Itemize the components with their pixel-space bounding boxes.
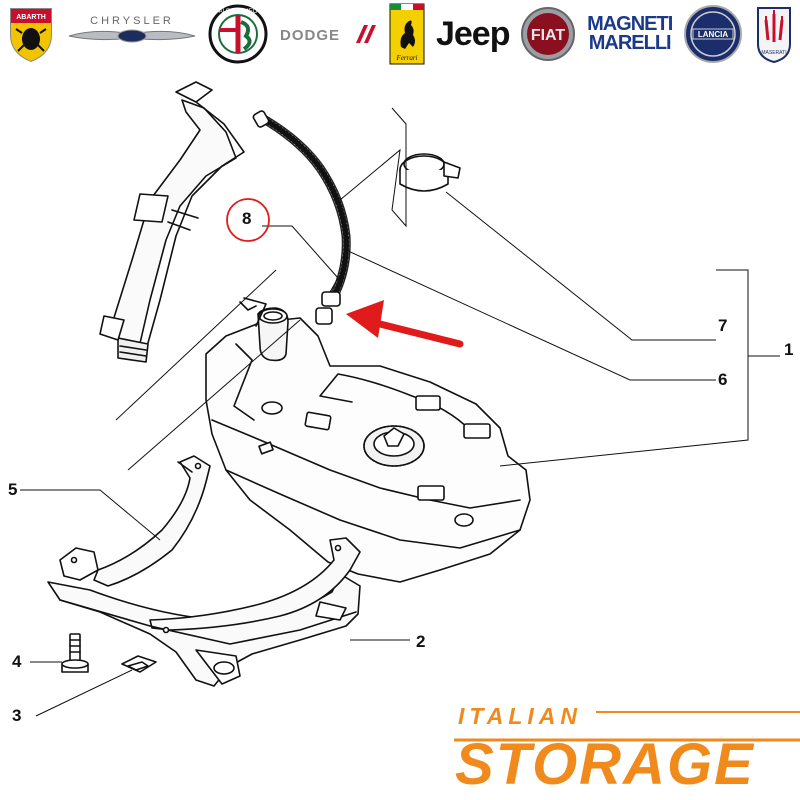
leader-line-7 xyxy=(445,191,716,341)
leader-lines xyxy=(20,107,780,717)
lancia-logo: LANCIA xyxy=(683,4,743,64)
leader-line-1 xyxy=(499,269,749,467)
jeep-wordmark: Jeep xyxy=(435,14,510,53)
bolt-part-4 xyxy=(61,633,89,673)
callout-5: 5 xyxy=(8,480,18,499)
leader-line-8 xyxy=(262,225,339,293)
italian-storage-logo-big: STORAGE xyxy=(455,732,755,797)
callout-4: 4 xyxy=(12,652,22,671)
callout-6: 6 xyxy=(718,370,728,389)
abarth-logo: ABARTH xyxy=(6,4,56,64)
highlight-arrow xyxy=(346,300,464,348)
chrysler-logo: CHRYSLER xyxy=(67,4,197,64)
abarth-wordmark: ABARTH xyxy=(16,14,46,21)
callout-7: 7 xyxy=(718,316,728,335)
heat-shield-part-2 xyxy=(47,537,361,687)
alfa-romeo-logo: ALFA ROMEO xyxy=(208,4,268,64)
dodge-wordmark: DODGE xyxy=(280,27,340,44)
leader-line-5 xyxy=(20,489,161,541)
fiat-wordmark: FIAT xyxy=(531,27,566,44)
filler-neck-part xyxy=(99,81,245,363)
magneti-marelli-logo: MAGNETI MARELLI xyxy=(587,4,673,64)
leader-bracket-neck xyxy=(115,269,301,471)
magneti-wordmark: MAGNETI xyxy=(587,13,673,35)
marelli-wordmark: MARELLI xyxy=(588,32,672,54)
fuel-tank-part-1 xyxy=(205,297,531,583)
dodge-logo: DODGE xyxy=(278,4,378,64)
fuel-tank-exploded-diagram xyxy=(20,81,800,742)
chrysler-wordmark: CHRYSLER xyxy=(90,15,174,27)
hose-clamp-part-7 xyxy=(399,153,461,192)
leader-bracket-hose xyxy=(339,107,407,228)
callout-1: 1 xyxy=(784,340,794,359)
maserati-logo: MASERATI xyxy=(754,4,794,64)
clip-part-3 xyxy=(121,655,157,673)
maserati-wordmark: MASERATI xyxy=(761,50,786,56)
callout-8: 8 xyxy=(242,209,252,228)
leader-line-3 xyxy=(35,669,133,717)
vent-hose-part-6 xyxy=(252,110,351,325)
tank-strap-part-5 xyxy=(59,455,211,587)
ferrari-logo: Ferrari xyxy=(389,3,425,65)
alfa-romeo-wordmark: ALFA ROMEO xyxy=(218,9,257,15)
leader-line-6 xyxy=(345,249,716,381)
highlight-circle xyxy=(226,198,270,242)
callout-2: 2 xyxy=(416,632,426,651)
ferrari-wordmark: Ferrari xyxy=(396,54,418,62)
lancia-wordmark: LANCIA xyxy=(698,30,728,39)
fiat-logo: FIAT xyxy=(520,4,576,64)
callout-3: 3 xyxy=(12,706,22,725)
jeep-logo: Jeep xyxy=(436,4,510,64)
italian-storage-logo-small: ITALIAN xyxy=(458,703,583,729)
brand-logo-bar: ABARTH CHRYSLER ALFA ROMEO DODGE xyxy=(0,0,800,68)
